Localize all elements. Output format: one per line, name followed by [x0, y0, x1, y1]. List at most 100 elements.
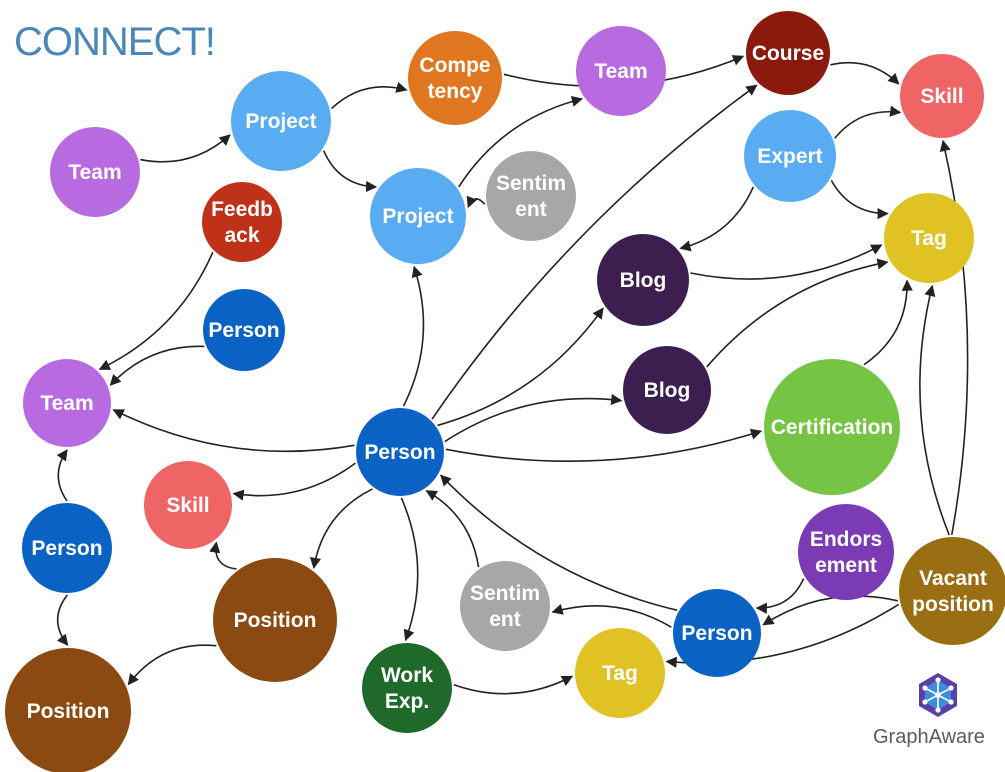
node-label-project2-0: Project [382, 205, 453, 228]
edge-person3-to-position2 [56, 594, 69, 646]
node-circle-project2 [370, 168, 466, 264]
node-label-workexp-0: Work [381, 664, 433, 687]
node-team3: Team [23, 359, 111, 447]
node-circle-skill1 [900, 54, 984, 138]
edge-certification-to-tag1 [863, 279, 913, 366]
node-circle-vacant [899, 537, 1005, 645]
graphaware-brand: GraphAware [873, 670, 1005, 750]
node-label-feedback-1: ack [224, 224, 259, 247]
node-circle-team3 [23, 359, 111, 447]
edge-vacant-to-person2 [762, 595, 899, 626]
edge-person_center-to-skill2 [232, 462, 356, 501]
node-position2: Position [5, 648, 131, 772]
node-person3: Person [22, 503, 112, 593]
node-label-team2-0: Team [594, 60, 647, 83]
node-label-feedback-0: Feedb [211, 198, 273, 221]
node-circle-skill2 [144, 461, 232, 549]
edge-project1-to-competency [330, 81, 408, 110]
node-circle-person_center [356, 408, 444, 496]
node-circle-sentiment1 [486, 151, 576, 241]
node-circle-competency [408, 31, 502, 125]
node-label-workexp-1: Exp. [385, 690, 429, 713]
node-skill1: Skill [900, 54, 984, 138]
node-label-competency-0: Compe [419, 54, 490, 77]
node-circle-tag1 [884, 193, 974, 283]
edge-project1-to-project2 [322, 150, 378, 193]
edge-sentiment2-to-person_center [425, 490, 480, 568]
node-tag1: Tag [884, 193, 974, 283]
node-label-vacant-0: Vacant [919, 567, 987, 590]
node-label-person3-0: Person [31, 537, 102, 560]
node-circle-person3 [22, 503, 112, 593]
node-sentiment2: Sentim ent [460, 561, 550, 651]
node-circle-tag2 [575, 628, 665, 718]
edge-team1-to-project1 [140, 134, 231, 163]
node-tag2: Tag [575, 628, 665, 718]
node-circle-position2 [5, 648, 131, 772]
node-circle-expert [744, 110, 836, 202]
node-circle-person2 [673, 589, 761, 677]
node-label-sentiment2-1: ent [489, 608, 521, 631]
node-certification: Certification [764, 359, 900, 495]
node-circle-position1 [213, 558, 337, 682]
edge-blog2-to-tag1 [706, 258, 889, 368]
node-circle-team2 [576, 26, 666, 116]
node-label-tag1-0: Tag [911, 227, 947, 250]
node-label-endorsement-1: ement [815, 554, 877, 577]
edge-feedback-to-team3 [98, 251, 214, 370]
edge-course-to-skill1 [830, 61, 900, 85]
edge-expert-to-blog1 [679, 186, 755, 252]
node-position1: Position [213, 558, 337, 682]
node-project2: Project [370, 168, 466, 264]
node-person_center: Person [356, 408, 444, 496]
node-label-sentiment1-1: ent [515, 198, 547, 221]
edge-person_center-to-project2 [402, 265, 425, 407]
node-project1: Project [231, 71, 331, 171]
node-circle-team1 [50, 127, 140, 217]
node-person1: Person [203, 289, 285, 371]
node-circle-certification [764, 359, 900, 495]
node-course: Course [746, 11, 830, 95]
edge-sentiment1-to-project2 [466, 195, 486, 209]
node-circle-endorsement [798, 504, 894, 600]
edge-workexp-to-tag2 [453, 675, 574, 695]
node-label-position2-0: Position [27, 700, 110, 723]
node-blog2: Blog [623, 346, 711, 434]
edge-person2-to-sentiment2 [551, 603, 672, 628]
node-label-competency-1: tency [428, 80, 483, 103]
node-label-person_center-0: Person [364, 441, 435, 464]
node-label-project1-0: Project [245, 110, 316, 133]
node-label-skill1-0: Skill [920, 85, 963, 108]
edge-person_center-to-course [431, 84, 758, 420]
node-label-expert-0: Expert [757, 145, 822, 168]
edge-person_center-to-blog1 [437, 307, 604, 427]
edge-vacant-to-tag1 [919, 284, 950, 536]
edge-person1-to-team3 [109, 345, 205, 386]
edge-position1-to-skill2 [209, 541, 237, 570]
node-label-person1-0: Person [208, 319, 279, 342]
node-circle-sentiment2 [460, 561, 550, 651]
node-label-sentiment2-0: Sentim [470, 582, 540, 605]
edge-person_center-to-blog2 [444, 393, 623, 443]
edge-person_center-to-certification [445, 428, 763, 463]
node-label-tag2-0: Tag [602, 662, 638, 685]
node-competency: Compe tency [408, 31, 502, 125]
edge-vacant-to-skill1 [939, 139, 969, 536]
node-team2: Team [576, 26, 666, 116]
node-label-blog1-0: Blog [620, 269, 667, 292]
graphaware-hex-logo-icon [919, 673, 957, 717]
edge-person_center-to-position1 [309, 488, 373, 569]
edge-person2-to-person_center [440, 474, 678, 611]
node-circle-feedback [202, 182, 282, 262]
edge-blog1-to-tag1 [690, 244, 883, 280]
node-circle-course [746, 11, 830, 95]
node-circle-person1 [203, 289, 285, 371]
node-label-blog2-0: Blog [644, 379, 691, 402]
node-circle-blog2 [623, 346, 711, 434]
node-expert: Expert [744, 110, 836, 202]
